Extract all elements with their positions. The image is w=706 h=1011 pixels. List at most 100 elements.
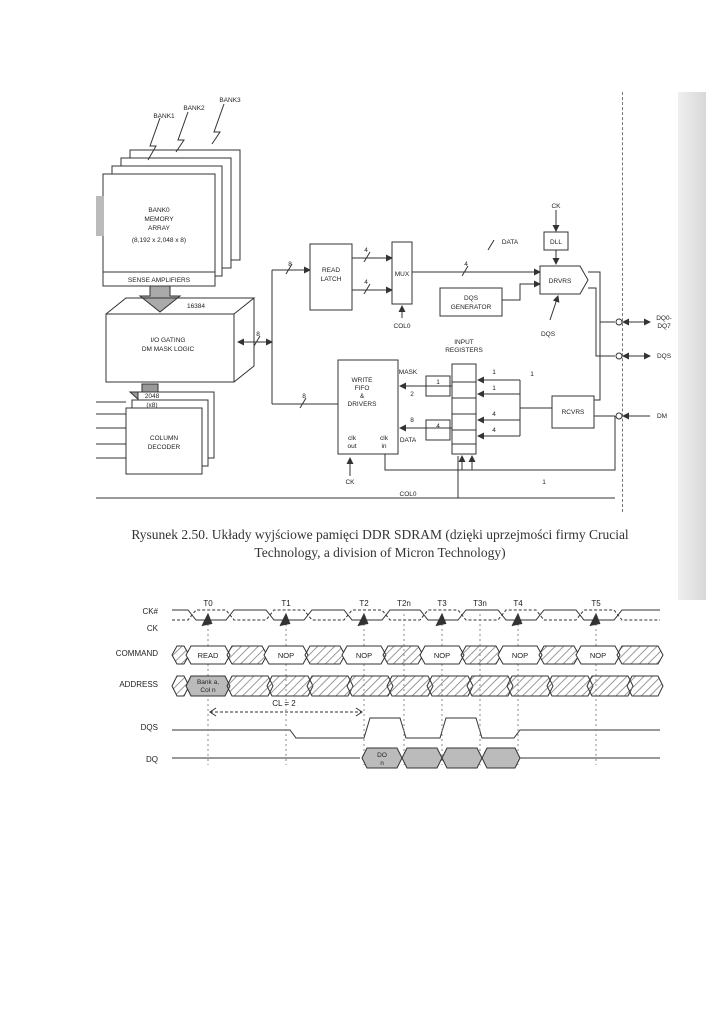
dqs-internal-label: DQS xyxy=(541,331,556,338)
array-label: ARRAY xyxy=(148,225,171,232)
figure-caption: Rysunek 2.50. Układy wyjściowe pamięci D… xyxy=(100,526,660,562)
clock-t2-label: T2 xyxy=(359,599,369,608)
width-8-a: 8 xyxy=(288,261,292,268)
write-label: WRITE xyxy=(352,377,374,384)
clk-in-label-1: clk xyxy=(380,435,389,442)
address-hatch xyxy=(586,675,634,697)
address-hatch xyxy=(626,675,664,697)
address-col-label: Col n xyxy=(200,687,216,694)
io-gating-label: I/O GATING xyxy=(151,337,186,344)
clk-out-label-1: clk xyxy=(348,435,357,442)
mux-label: MUX xyxy=(395,271,410,278)
array-size-label: (8,192 x 2,048 x 8) xyxy=(132,237,186,244)
width-2-a: 2 xyxy=(410,391,414,398)
clk-in-label-2: in xyxy=(381,443,386,450)
dqs-generator-block xyxy=(439,287,503,317)
bank0-block xyxy=(102,173,216,287)
width-4-c: 4 xyxy=(464,261,468,268)
bank0-title: BANK0 xyxy=(148,207,170,214)
width-4-a: 4 xyxy=(364,247,368,254)
latch-label: LATCH xyxy=(321,276,342,283)
clk-out-label-2: out xyxy=(347,443,356,450)
width-1-d: 1 xyxy=(530,371,534,378)
width-1-b: 1 xyxy=(492,369,496,376)
address-hatch xyxy=(346,675,394,697)
clock-t1-label: T1 xyxy=(281,599,291,608)
data-write-label: DATA xyxy=(400,437,417,444)
mux-block xyxy=(391,241,413,305)
clock-t0-label: T0 xyxy=(203,599,213,608)
rcvrs-label: RCVRS xyxy=(562,409,585,416)
pin-dq-label-2: DQ7 xyxy=(657,323,671,330)
width-1-c: 1 xyxy=(492,385,496,392)
width-1-a: 1 xyxy=(436,379,440,386)
signal-dqs-label: DQS xyxy=(141,723,158,732)
address-hatch xyxy=(426,675,474,697)
width-4-f: 4 xyxy=(492,427,496,434)
bus-x8-label: (x8) xyxy=(146,402,157,409)
command-label: NOP xyxy=(356,651,372,660)
bank2-label: BANK2 xyxy=(183,105,205,112)
address-hatch xyxy=(226,675,274,697)
input-registers-block xyxy=(451,363,477,455)
width-8-c: 8 xyxy=(256,331,260,338)
width-8-d: 8 xyxy=(410,417,414,424)
memory-label: MEMORY xyxy=(144,216,174,223)
bank3-label: BANK3 xyxy=(219,97,241,104)
dq-data-slot xyxy=(441,747,483,769)
address-hatch xyxy=(386,675,434,697)
address-hatch xyxy=(506,675,554,697)
dqs-gen-label-2: GENERATOR xyxy=(451,304,492,311)
command-hatch xyxy=(382,645,424,665)
caption-line-2: Technology, a division of Micron Technol… xyxy=(254,545,506,560)
clock-t4-label: T4 xyxy=(513,599,523,608)
clock-t2n-label: T2n xyxy=(397,599,411,608)
receivers-block xyxy=(551,395,595,429)
drivers-label: DRIVERS xyxy=(348,401,378,408)
cl-label: CL = 2 xyxy=(272,699,296,708)
fifo-label: FIFO xyxy=(355,385,370,392)
dm-mask-label: DM MASK LOGIC xyxy=(142,346,195,353)
command-hatch xyxy=(226,645,268,665)
caption-line-1: Rysunek 2.50. Układy wyjściowe pamięci D… xyxy=(131,527,629,542)
ck-label: CK xyxy=(551,203,561,210)
width-4-d: 4 xyxy=(436,423,440,430)
width-4-b: 4 xyxy=(364,279,368,286)
col0-bottom-label: COL0 xyxy=(400,491,417,498)
mask-label: MASK xyxy=(399,369,418,376)
dq-index-label: n xyxy=(380,760,384,767)
command-label: NOP xyxy=(278,651,294,660)
read-latch-block xyxy=(309,243,353,311)
dq-data-slot xyxy=(481,747,521,769)
command-label: READ xyxy=(198,651,219,660)
chip-boundary-line xyxy=(622,92,623,512)
address-hatch xyxy=(466,675,514,697)
pin-dq-label-1: DQ0- xyxy=(656,315,672,322)
registers-label: REGISTERS xyxy=(445,347,483,354)
data-read-label: DATA xyxy=(502,239,519,246)
command-label: NOP xyxy=(434,651,450,660)
col0-label: COL0 xyxy=(394,323,411,330)
column-label: COLUMN xyxy=(150,435,178,442)
bus-16384-label: 16384 xyxy=(187,303,205,310)
dq-out-label: DO xyxy=(377,752,387,759)
dll-label: DLL xyxy=(550,239,562,246)
width-1-e: 1 xyxy=(542,479,546,486)
signal-address-label: ADDRESS xyxy=(119,680,158,689)
clock-t3-label: T3 xyxy=(437,599,447,608)
command-label: NOP xyxy=(590,651,606,660)
address-hatch xyxy=(266,675,314,697)
input-label: INPUT xyxy=(454,339,474,346)
command-hatch xyxy=(616,645,664,665)
sense-amplifiers-label: SENSE AMPLIFIERS xyxy=(128,277,191,284)
clock-t3n-label: T3n xyxy=(473,599,487,608)
dqs-gen-label-1: DQS xyxy=(464,295,479,302)
command-hatch xyxy=(460,645,502,665)
page-edge-shadow xyxy=(678,92,706,600)
command-hatch xyxy=(538,645,580,665)
pin-dm-label: DM xyxy=(657,413,667,420)
signal-command-label: COMMAND xyxy=(116,649,158,658)
write-fifo-block xyxy=(337,359,399,455)
